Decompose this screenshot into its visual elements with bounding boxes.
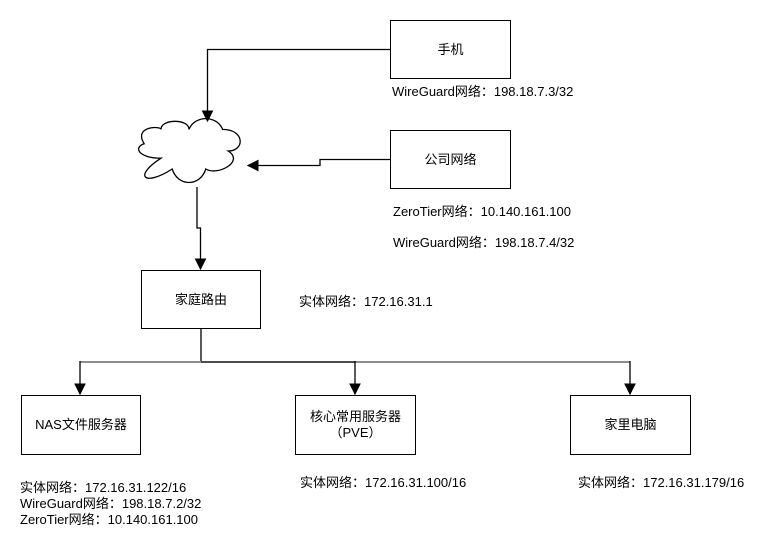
node-nas-label: NAS文件服务器 [35,417,127,432]
node-company-label: 公司网络 [424,151,477,167]
node-nas-server[interactable]: NAS文件服务器 [21,395,141,455]
internet-cloud-icon[interactable] [138,117,241,184]
node-phone-label: 手机 [437,41,464,57]
annotation-phone-wireguard: WireGuard网络：198.18.7.3/32 [392,84,574,99]
edge-phone-to-cloud [201,48,390,123]
node-company-network[interactable]: 公司网络 [390,130,511,189]
annotation-router-physical: 实体网络：172.16.31.1 [299,294,433,309]
edge-company-to-cloud [246,158,390,172]
node-pve-label-line2: （PVE） [329,425,382,440]
annotation-nas-networks: 实体网络：172.16.31.122/16 WireGuard网络：198.18… [20,480,201,528]
node-router-label: 家庭路由 [174,291,227,307]
annotation-company-wireguard: WireGuard网络：198.18.7.4/32 [393,235,575,250]
node-home-pc[interactable]: 家里电脑 [570,395,691,455]
node-pc-label: 家里电脑 [604,417,657,432]
annotation-company-zerotier: ZeroTier网络：10.140.161.100 [393,204,572,219]
annotation-pc-physical: 实体网络：172.16.31.179/16 [578,475,745,490]
edge-cloud-to-router [194,187,207,271]
node-pve-label: 核心常用服务器 [309,409,401,424]
node-pve-server[interactable]: 核心常用服务器 （PVE） [295,395,416,455]
annotation-nas-wireguard: WireGuard网络：198.18.7.2/32 [20,496,202,511]
node-phone[interactable]: 手机 [390,20,511,79]
annotation-nas-zerotier: ZeroTier网络：10.140.161.100 [20,512,199,527]
annotation-nas-physical: 实体网络：172.16.31.122/16 [20,480,187,495]
annotation-pve-physical: 实体网络：172.16.31.100/16 [300,475,467,490]
node-home-router[interactable]: 家庭路由 [141,270,261,329]
